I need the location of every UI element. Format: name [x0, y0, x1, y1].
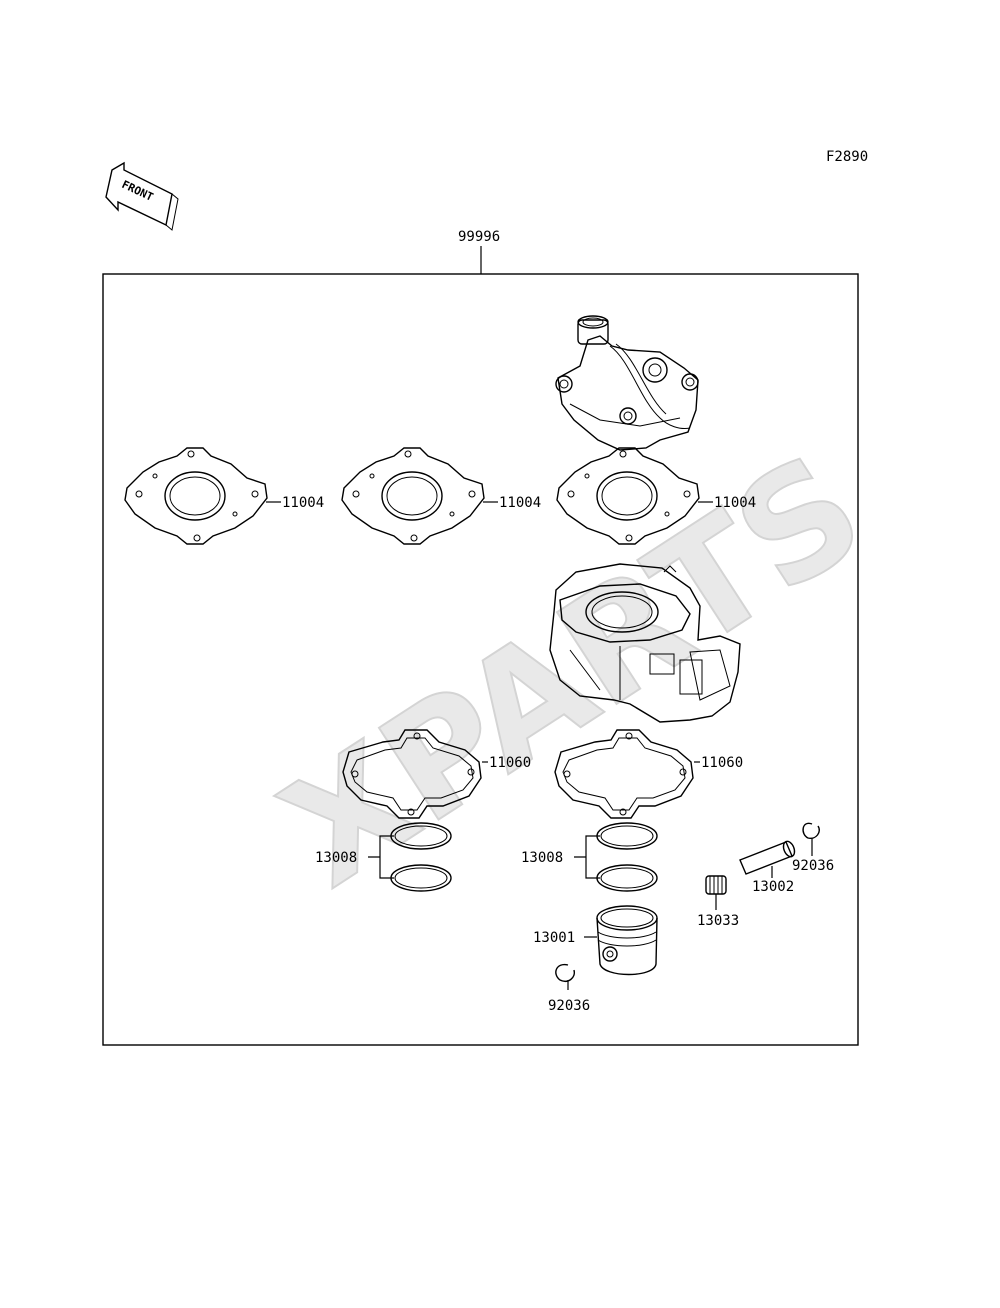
- callout-92036-2: 92036: [792, 858, 834, 874]
- cylinder-head-drawing: [555, 315, 699, 451]
- callout-11060-1: 11060: [489, 755, 531, 771]
- piston-rings-2: 13008: [521, 822, 658, 892]
- watermark: XPARTS: [254, 421, 893, 921]
- piston-pin-drawing: 13002: [739, 840, 796, 895]
- callout-13008-2: 13008: [521, 850, 563, 866]
- head-gasket-2: 11004: [341, 447, 541, 545]
- piston-rings-1: 13008: [315, 822, 452, 892]
- cylinder-drawing: [549, 563, 741, 723]
- callout-13008-1: 13008: [315, 850, 357, 866]
- base-gasket-2: 11060: [554, 729, 743, 819]
- callout-99996: 99996: [458, 229, 500, 245]
- callout-92036-1: 92036: [548, 998, 590, 1014]
- callout-11060-2: 11060: [701, 755, 743, 771]
- callout-13001: 13001: [533, 930, 575, 946]
- circlip-2: 92036: [792, 822, 834, 874]
- front-label: FRONT: [120, 178, 156, 204]
- figure-code: F2890: [826, 149, 868, 165]
- base-gasket-1: 11060: [342, 729, 531, 819]
- circlip-1: 92036: [548, 963, 590, 1014]
- front-arrow-icon: FRONT: [105, 161, 179, 231]
- callout-11004-2: 11004: [499, 495, 541, 511]
- callout-11004-1: 11004: [282, 495, 324, 511]
- watermark-text: XPARTS: [255, 422, 892, 920]
- head-gasket-3: 11004: [556, 447, 756, 545]
- callout-13002: 13002: [752, 879, 794, 895]
- callout-11004-3: 11004: [714, 495, 756, 511]
- needle-bearing-drawing: 13033: [697, 875, 739, 929]
- callout-13033: 13033: [697, 913, 739, 929]
- head-gasket-1: 11004: [124, 447, 324, 545]
- piston-drawing: 13001: [533, 905, 658, 976]
